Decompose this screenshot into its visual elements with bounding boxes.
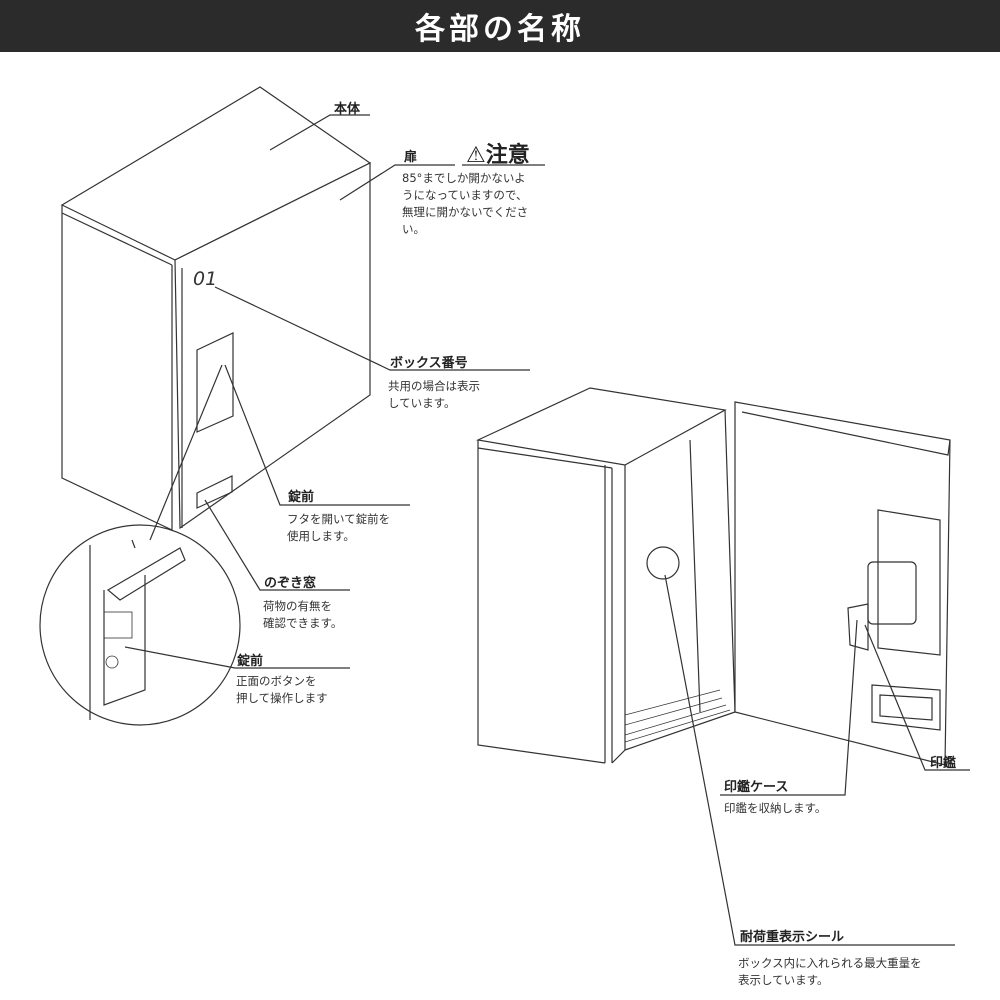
desc-line: 表示しています。 <box>738 973 829 987</box>
desc-line: 印鑑を収納します。 <box>724 801 827 815</box>
caution-line: うになっていますので、 <box>402 188 528 202</box>
page-title: 各部の名称 <box>415 12 585 47</box>
desc-line: 押して操作します <box>236 691 328 705</box>
warning-icon: ⚠ <box>466 143 486 168</box>
desc-line: 使用します。 <box>287 529 355 543</box>
open-box-drawing <box>475 387 951 766</box>
label-peep-window: のぞき窓 <box>264 576 317 591</box>
desc-line: ボックス内に入れられる最大重量を <box>738 956 922 970</box>
seal-case-desc: 印鑑を収納します。 <box>724 800 826 817</box>
desc-line: 共用の場合は表示 <box>388 379 480 393</box>
peep-window-desc: 荷物の有無を 確認できます。 <box>263 598 342 632</box>
label-box-number: ボックス番号 <box>390 356 468 371</box>
desc-line: フタを開いて錠前を <box>287 512 391 526</box>
title-banner: 各部の名称 <box>0 0 1000 52</box>
box-number-desc: 共用の場合は表示 しています。 <box>388 378 480 412</box>
closed-box-drawing <box>60 86 372 531</box>
caution-line: 無理に開かないでくださ <box>402 205 529 219</box>
caution-title: 注意 <box>485 143 530 168</box>
box-number-print: 01 <box>193 268 218 290</box>
lock-buttons-desc: 正面のボタンを 押して操作します <box>236 673 328 707</box>
caution-line: い。 <box>402 222 425 236</box>
label-door: 扉 <box>404 150 418 165</box>
label-lock-buttons: 錠前 <box>237 654 264 669</box>
desc-line: 荷物の有無を <box>263 599 332 613</box>
label-seal-case: 印鑑ケース <box>724 780 789 795</box>
desc-line: 正面のボタンを <box>236 674 317 688</box>
leader-lines <box>124 114 970 946</box>
label-body: 本体 <box>334 102 361 117</box>
caution-heading: ⚠注意 <box>466 137 530 169</box>
label-seal: 印鑑 <box>930 756 957 771</box>
load-sticker-desc: ボックス内に入れられる最大重量を 表示しています。 <box>738 955 922 989</box>
desc-line: 確認できます。 <box>263 616 343 630</box>
label-lock-cover: 錠前 <box>288 490 315 505</box>
lock-detail-drawing <box>39 364 241 726</box>
caution-text: 85°までしか開かないよ うになっていますので、 無理に開かないでくださ い。 <box>402 170 528 238</box>
caution-line: 85°までしか開かないよ <box>402 171 526 185</box>
label-load-sticker: 耐荷重表示シール <box>740 930 845 945</box>
lock-cover-desc: フタを開いて錠前を 使用します。 <box>287 511 390 545</box>
desc-line: しています。 <box>388 396 456 410</box>
